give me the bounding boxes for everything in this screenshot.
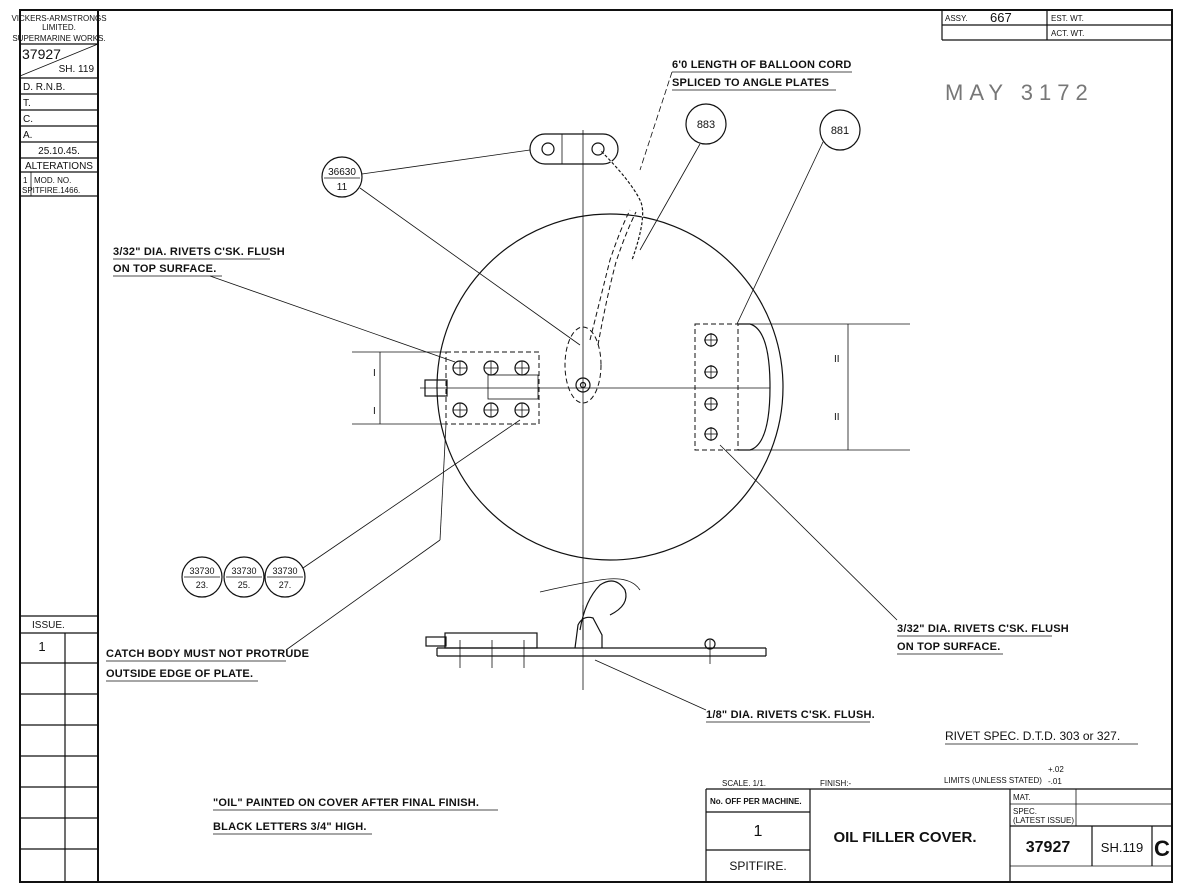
balloon-883: 883: [639, 103, 727, 251]
strip-t: T.: [23, 98, 31, 109]
balloon-33730-23: 33730 23.: [181, 556, 223, 598]
strip-mod-no: MOD. NO.: [34, 176, 71, 185]
plan-view: I I II II: [352, 130, 910, 640]
callout-rivets-bottom: 1/8" DIA. RIVETS C'SK. FLUSH.: [594, 659, 875, 723]
rivet-spec-note: RIVET SPEC. D.T.D. 303 or 327.: [945, 729, 1138, 745]
rivets-right: [704, 333, 718, 441]
strip-date: 25.10.45.: [38, 146, 80, 157]
dim-left-upper: I: [373, 368, 376, 379]
est-wt-label: EST. WT.: [1051, 14, 1084, 23]
tol-plus: +.02: [1048, 765, 1064, 774]
svg-text:23.: 23.: [196, 580, 209, 590]
strip-sheet: SH. 119: [59, 64, 95, 75]
no-off-label: No. OFF PER MACHINE.: [710, 797, 802, 806]
strip-d: D. R.N.B.: [23, 82, 65, 93]
spec-latest: (LATEST ISSUE): [1013, 816, 1074, 825]
dim-right-upper: II: [834, 354, 840, 365]
callout-catch-body: CATCH BODY MUST NOT PROTRUDE OUTSIDE EDG…: [106, 423, 447, 682]
strip-drawing-no: 37927: [22, 46, 61, 62]
balloon-33730-27: 33730 27.: [264, 419, 521, 598]
svg-text:"OIL" PAINTED ON COVER AFTER F: "OIL" PAINTED ON COVER AFTER FINAL FINIS…: [213, 797, 479, 809]
aircraft-label: SPITFIRE.: [729, 859, 786, 873]
callout-balloon-cord: 6'0 LENGTH OF BALLOON CORD SPLICED TO AN…: [639, 59, 852, 171]
qty-value: 1: [754, 823, 763, 840]
scale-label: SCALE. 1/1.: [722, 779, 766, 788]
side-view: [425, 578, 767, 690]
works-name: SUPERMARINE WORKS.: [12, 34, 105, 43]
part-title: OIL FILLER COVER.: [833, 829, 976, 846]
svg-text:25.: 25.: [238, 580, 251, 590]
act-wt-label: ACT. WT.: [1051, 29, 1084, 38]
svg-text:881: 881: [831, 125, 849, 137]
svg-text:3/32" DIA. RIVETS C'SK. FLUSH: 3/32" DIA. RIVETS C'SK. FLUSH: [897, 623, 1069, 635]
company-line1: VICKERS-ARMSTRONGS: [11, 14, 106, 23]
filler-cover-disc: [436, 213, 784, 561]
svg-text:11: 11: [337, 182, 348, 193]
svg-text:33730: 33730: [189, 566, 214, 576]
svg-text:33730: 33730: [272, 566, 297, 576]
dim-right-lower: II: [834, 412, 840, 423]
title-drawing-no: 37927: [1026, 839, 1071, 856]
assy-value: 667: [990, 10, 1012, 25]
balloon-881: 881: [736, 109, 861, 325]
svg-text:RIVET SPEC. D.T.D. 303 or 327.: RIVET SPEC. D.T.D. 303 or 327.: [945, 729, 1120, 743]
date-stamp: MAY 3172: [945, 80, 1094, 105]
svg-text:3/32" DIA. RIVETS C'SK. FLUSH: 3/32" DIA. RIVETS C'SK. FLUSH: [113, 246, 285, 258]
svg-text:6'0 LENGTH OF BALLOON CORD: 6'0 LENGTH OF BALLOON CORD: [672, 59, 852, 71]
rivets-left: [452, 360, 530, 418]
svg-text:CATCH BODY MUST NOT PROTRUDE: CATCH BODY MUST NOT PROTRUDE: [106, 648, 309, 660]
left-title-strip: VICKERS-ARMSTRONGS LIMITED. SUPERMARINE …: [11, 10, 107, 882]
svg-text:ON TOP SURFACE.: ON TOP SURFACE.: [897, 641, 1000, 653]
dim-left-lower: I: [373, 406, 376, 417]
svg-text:36630: 36630: [328, 167, 356, 178]
mat-label: MAT.: [1013, 793, 1031, 802]
svg-text:27.: 27.: [279, 580, 292, 590]
spec-label: SPEC.: [1013, 807, 1037, 816]
strip-a: A.: [23, 130, 32, 141]
finish-notes: "OIL" PAINTED ON COVER AFTER FINAL FINIS…: [213, 797, 498, 835]
strip-mod-ref: SPITFIRE.1466.: [22, 186, 80, 195]
svg-text:883: 883: [697, 119, 715, 131]
top-right-weight-box: ASSY. 667 EST. WT. ACT. WT.: [941, 10, 1172, 41]
svg-text:1/8" DIA. RIVETS C'SK. FLUSH.: 1/8" DIA. RIVETS C'SK. FLUSH.: [706, 709, 875, 721]
drawing-border: [19, 9, 1173, 883]
svg-text:33730: 33730: [231, 566, 256, 576]
svg-text:SPLICED TO ANGLE PLATES: SPLICED TO ANGLE PLATES: [672, 77, 829, 89]
strip-c: C.: [23, 114, 33, 125]
balloon-36630: 36630 11: [321, 149, 581, 346]
title-block: SCALE. 1/1. FINISH:- LIMITS (UNLESS STAT…: [705, 765, 1172, 882]
balloon-33730-25: 33730 25.: [223, 556, 265, 598]
issue-letter: C: [1154, 836, 1170, 861]
svg-text:BLACK LETTERS 3/4" HIGH.: BLACK LETTERS 3/4" HIGH.: [213, 821, 367, 833]
tol-minus: -.01: [1048, 777, 1062, 786]
limits-label: LIMITS (UNLESS STATED): [944, 776, 1042, 785]
svg-text:ON TOP SURFACE.: ON TOP SURFACE.: [113, 263, 216, 275]
company-line2: LIMITED.: [42, 23, 76, 32]
assy-label: ASSY.: [945, 14, 968, 23]
svg-text:OUTSIDE EDGE OF PLATE.: OUTSIDE EDGE OF PLATE.: [106, 668, 253, 680]
callout-rivets-right: 3/32" DIA. RIVETS C'SK. FLUSH ON TOP SUR…: [719, 444, 1069, 655]
callout-rivets-left: 3/32" DIA. RIVETS C'SK. FLUSH ON TOP SUR…: [113, 246, 456, 363]
strip-alterations: ALTERATIONS: [25, 161, 93, 172]
strip-issue-label: ISSUE.: [32, 620, 65, 631]
title-sheet: SH.119: [1101, 840, 1143, 855]
strip-issue-value: 1: [38, 639, 45, 654]
finish-label: FINISH:-: [820, 779, 851, 788]
strip-alt-no: 1: [23, 176, 28, 185]
